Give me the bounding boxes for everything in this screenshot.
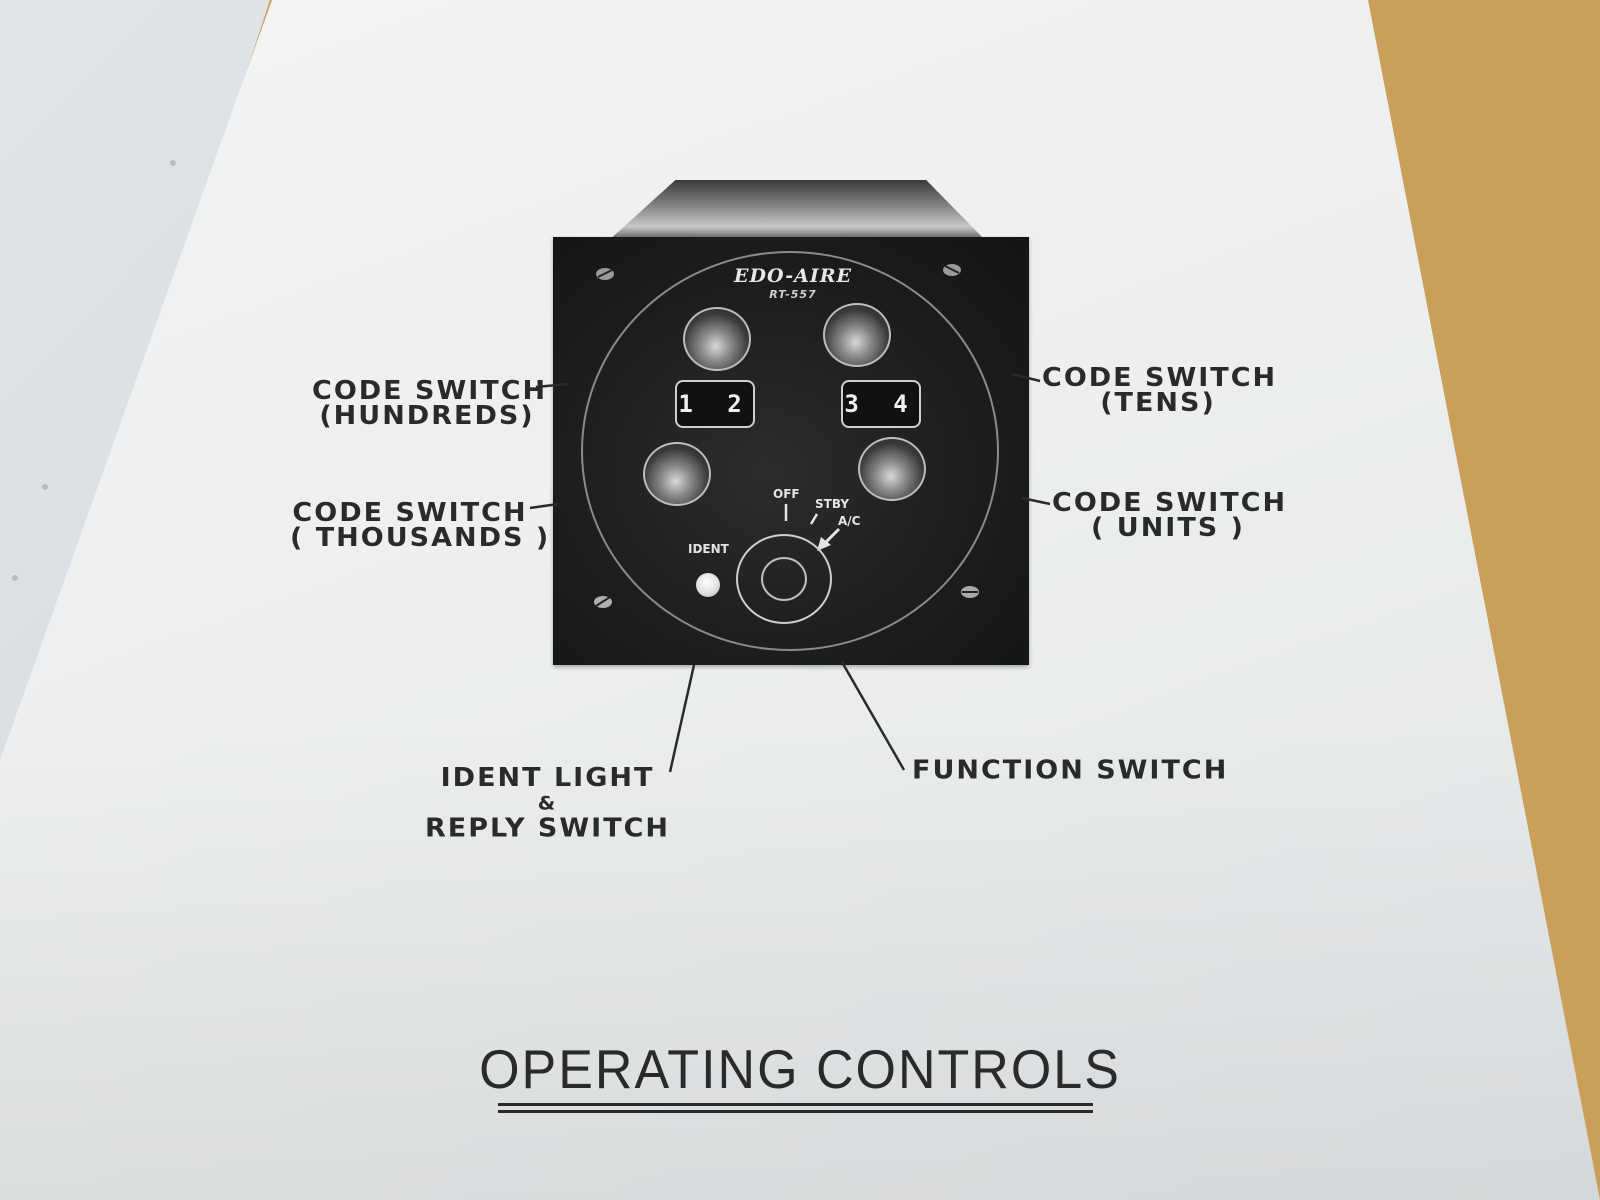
mounting-screw-icon <box>943 264 961 276</box>
binder-hole <box>12 575 18 581</box>
binder-hole <box>42 484 48 490</box>
ident-light-button <box>696 573 720 597</box>
callout-code-switch-thousands: CODE SWITCH ( THOUSANDS ) <box>290 498 551 553</box>
callout-code-switch-units: CODE SWITCH ( UNITS ) <box>1052 488 1288 543</box>
transponder-top-housing <box>607 180 987 242</box>
mounting-screw-icon <box>594 596 612 608</box>
model-number: RT-557 <box>769 288 817 301</box>
mounting-screw-icon <box>596 268 614 280</box>
ident-panel-label: IDENT <box>688 542 729 556</box>
left-code-window: 1 2 <box>675 380 755 428</box>
function-off-label: OFF <box>773 487 800 501</box>
function-position-marks <box>784 504 841 551</box>
callout-code-switch-hundreds: CODE SWITCH (HUNDREDS) <box>312 376 548 431</box>
units-code-knob <box>858 437 926 501</box>
hundreds-code-knob <box>683 307 751 371</box>
thousands-code-knob <box>643 442 711 506</box>
function-stby-label: STBY <box>815 497 850 511</box>
transponder-faceplate: EDO-AIRE RT-557 1 2 3 4 OFF STBY A/C IDE… <box>553 237 1029 665</box>
function-ac-label: A/C <box>838 514 861 528</box>
faceplate-bezel-ring <box>581 251 999 651</box>
callout-function-switch: FUNCTION SWITCH <box>912 755 1229 786</box>
page-title: OPERATING CONTROLS <box>479 1039 1121 1101</box>
callout-code-switch-tens: CODE SWITCH (TENS) <box>1042 363 1278 418</box>
brand-logo: EDO-AIRE <box>734 265 852 287</box>
tens-code-knob <box>823 303 891 367</box>
title-underline <box>498 1103 1093 1106</box>
binder-hole <box>170 160 176 166</box>
right-code-window: 3 4 <box>841 380 921 428</box>
mounting-screw-icon <box>961 586 979 598</box>
title-underline <box>498 1110 1093 1113</box>
function-switch <box>736 534 832 624</box>
callout-ident-light-reply-switch: IDENT LIGHT & REPLY SWITCH <box>424 763 671 843</box>
function-switch-center <box>761 557 807 601</box>
